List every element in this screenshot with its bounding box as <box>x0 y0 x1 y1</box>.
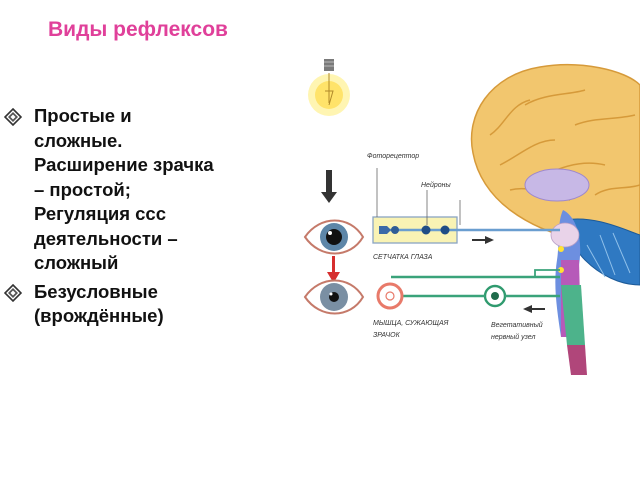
diamond-bullet-icon <box>4 108 22 126</box>
photoreceptor-label: Фоторецептор <box>367 153 419 160</box>
bullet-line: сложный <box>34 252 119 273</box>
retina-label: СЕТЧАТКА ГЛАЗА <box>373 254 433 261</box>
lightbulb-icon <box>308 59 350 116</box>
diamond-bullet-icon <box>4 283 22 302</box>
bullet-line: Регуляция ссс <box>34 203 167 224</box>
eye-constricted-icon <box>303 279 365 315</box>
down-arrow-icon <box>321 170 337 203</box>
muscle-label-line1: МЫШЦА, СУЖАЮЩАЯ <box>373 320 449 327</box>
neurons-label: Нейроны <box>421 181 451 189</box>
bullet-line: Расширение зрачка <box>34 154 214 175</box>
muscle-label-line2: ЗРАЧОК <box>373 332 401 339</box>
ganglion-label-line2: нервный узел <box>491 333 535 341</box>
pointer-lines <box>376 168 461 225</box>
brain-illustration <box>470 64 640 375</box>
red-down-arrow-icon <box>327 256 340 283</box>
left-arrow-icon <box>523 305 545 313</box>
bullet-item-unconditioned: Безусловные (врождённые) <box>4 280 294 329</box>
slide-title: Виды рефлексов <box>48 18 228 41</box>
bullet-item-simple-complex: Простые и сложные. Расширение зрачка – п… <box>4 104 294 276</box>
bullet-list: Простые и сложные. Расширение зрачка – п… <box>4 104 294 333</box>
reflex-arc-diagram: Фоторецептор Нейроны СЕТЧАТКА ГЛАЗА МЫШЦ… <box>303 59 640 375</box>
bullet-line: деятельности – <box>34 227 178 249</box>
bullet-line: (врождённые) <box>34 305 164 326</box>
eye-dilated-icon <box>303 219 365 255</box>
bullet-line: Простые и <box>34 105 132 126</box>
ganglion-label-line1: Вегетативный <box>491 321 543 329</box>
sensory-pathway <box>379 225 560 235</box>
bullet-line: – простой; <box>34 178 131 200</box>
bullet-line: Безусловные <box>34 280 158 302</box>
right-arrow-icon <box>472 236 494 244</box>
motor-pathway <box>376 269 560 310</box>
bullet-line: сложные. <box>34 129 123 151</box>
